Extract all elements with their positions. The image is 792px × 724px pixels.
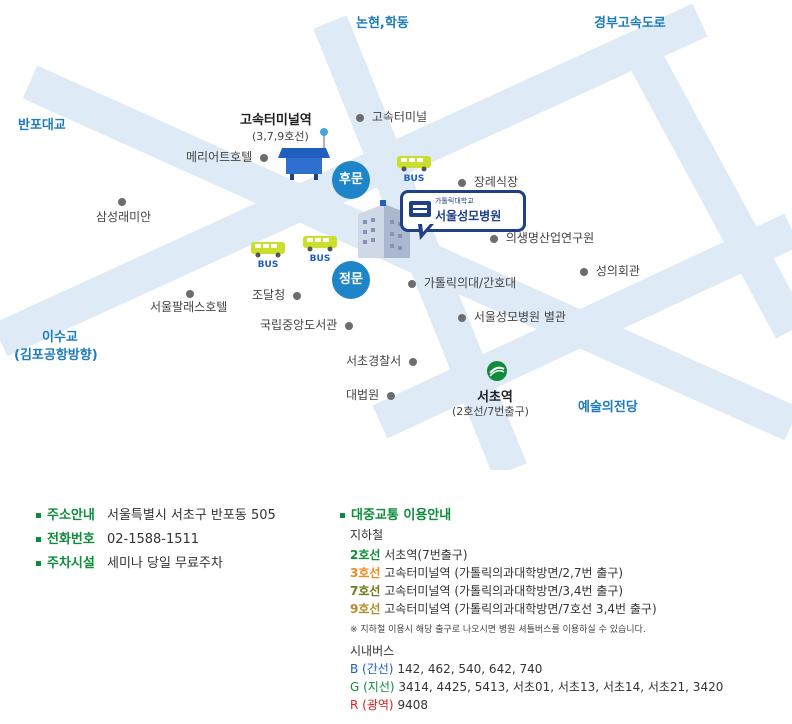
road-nonhyeon (313, 15, 527, 470)
road-label-arts-center: 예술의전당 (578, 400, 638, 415)
subway-station-icon (487, 361, 507, 381)
bus-label: BUS (403, 174, 425, 184)
medical-college-marker: 가톨릭의대/간호대 (408, 274, 516, 291)
location-dot-icon (260, 153, 269, 162)
seoul-palace-dot (186, 286, 194, 300)
location-dot-icon (386, 391, 395, 400)
police-marker: 서초경찰서 (346, 352, 418, 369)
parking-row: 주차시설 세미나 당일 무료주차 (36, 552, 223, 571)
terminal-station-icon (278, 128, 330, 180)
bullet-square-icon (36, 513, 41, 518)
bus-icon (397, 156, 431, 172)
road-label-nonhyeon: 논현,학동 (356, 16, 409, 31)
campus-map: 논현,학동 경부고속도로 반포대교 이수교 (김포공항방향) 예술의전당 고속터… (0, 3, 792, 470)
ethics-institute-marker: 의생명산업연구원 (490, 229, 594, 246)
location-dot-icon (408, 279, 416, 288)
transit-title: 대중교통 이용안내 (340, 504, 451, 523)
seocho-station-sub: (2호선/7번출구) (452, 405, 529, 418)
location-dot-icon (458, 313, 466, 322)
main-gate-marker: 정문 (332, 261, 370, 299)
bus-row: R (광역) 9408 (350, 698, 428, 712)
location-dot-icon (186, 289, 194, 298)
location-dot-icon (118, 197, 126, 206)
seoul-palace-label: 서울팔래스호텔 (150, 300, 228, 314)
location-dot-icon (292, 291, 301, 300)
funeral-hall-marker: 장례식장 (458, 173, 518, 190)
bullet-square-icon (340, 513, 345, 518)
terminal-station-lines: (3,7,9호선) (252, 130, 309, 143)
jodalcheong-marker: 조달청 (252, 286, 301, 303)
subway-list: 2호선 서초역(7번출구) 3호선 고속터미널역 (가톨릭의과대학방면/2,7번… (350, 546, 657, 618)
sungui-hall-marker: 성의회관 (580, 262, 640, 279)
subway-row: 9호선 고속터미널역 (가톨릭의과대학방면/7호선 3,4번 출구) (350, 602, 657, 616)
location-dot-icon (490, 234, 498, 243)
road-label-gyeongbu: 경부고속도로 (594, 16, 666, 31)
road-right (619, 31, 792, 339)
samsung-raemian-label: 삼성래미안 (96, 210, 152, 224)
location-dot-icon (409, 357, 418, 366)
marriott-marker: 메리어트호텔 (186, 148, 269, 165)
annex-marker: 서울성모병원 별관 (458, 308, 566, 325)
hospital-building-icon (358, 200, 410, 258)
shuttle-bus-stop-left: BUS (250, 240, 286, 270)
bus-label: BUS (309, 254, 331, 264)
shuttle-bus-stop-back: BUS (396, 154, 432, 184)
location-dot-icon (345, 321, 354, 330)
subway-row: 3호선 고속터미널역 (가톨릭의과대학방면/2,7번 출구) (350, 566, 624, 580)
back-gate-marker: 후문 (332, 161, 370, 199)
hospital-name-label: 서울성모병원 (435, 209, 502, 223)
bullet-square-icon (36, 537, 41, 542)
bus-row: G (지선) 3414, 4425, 5413, 서초01, 서초13, 서초1… (350, 680, 724, 694)
hospital-university-label: 가톨릭대학교 (435, 197, 474, 205)
location-dot-icon (356, 113, 364, 122)
bus-terminal-marker: 고속터미널 (356, 108, 427, 125)
subway-row: 7호선 고속터미널역 (가톨릭의과대학방면/3,4번 출구) (350, 584, 624, 598)
phone-row: 전화번호 02-1588-1511 (36, 528, 199, 547)
location-dot-icon (580, 267, 588, 276)
bus-title: 시내버스 (350, 644, 395, 658)
central-library-marker: 국립중앙도서관 (260, 316, 354, 333)
court-marker: 대법원 (346, 386, 395, 403)
hospital-logo-icon (409, 201, 431, 217)
bus-icon (303, 236, 337, 252)
subway-note: ※ 지하철 이용시 해당 출구로 나오시면 병원 셔틀버스를 이용하실 수 있습… (350, 625, 646, 635)
address-row: 주소안내 서울특별시 서초구 반포동 505 (36, 504, 276, 523)
terminal-station-label: 고속터미널역 (240, 113, 312, 128)
info-section: 주소안내 서울특별시 서초구 반포동 505 전화번호 02-1588-1511… (0, 480, 792, 724)
bus-list: B (간선) 142, 462, 540, 642, 740 G (지선) 34… (350, 660, 723, 714)
road-lower-right (372, 213, 792, 439)
shuttle-bus-stop-mid: BUS (302, 234, 338, 264)
bus-label: BUS (257, 260, 279, 270)
road-label-isu-sub: (김포공항방향) (14, 348, 98, 363)
road-label-isu: 이수교 (42, 330, 78, 345)
seocho-station-label: 서초역 (477, 390, 513, 405)
subway-title: 지하철 (350, 528, 384, 542)
callout-pointer (418, 224, 434, 240)
location-dot-icon (458, 178, 466, 187)
bullet-square-icon (36, 561, 41, 566)
subway-row: 2호선 서초역(7번출구) (350, 548, 468, 562)
bus-icon (251, 242, 285, 258)
bus-row: B (간선) 142, 462, 540, 642, 740 (350, 662, 543, 676)
road-label-banpo-bridge: 반포대교 (18, 118, 66, 133)
samsung-raemian-dot (118, 194, 126, 208)
